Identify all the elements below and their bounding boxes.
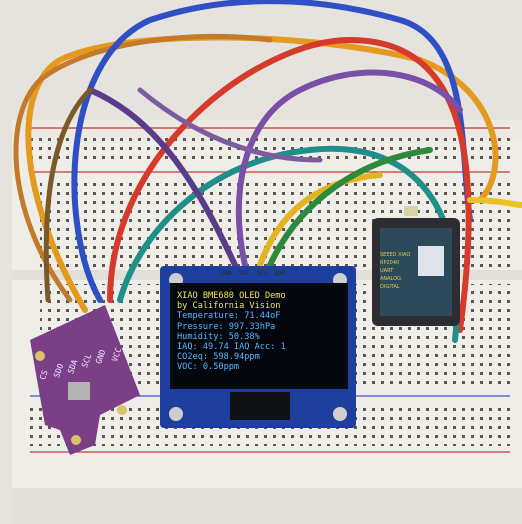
oled-pin-sda: SDA <box>274 270 285 277</box>
xiao-pcb <box>372 218 460 326</box>
wire-green <box>267 147 433 268</box>
wire-purple <box>235 69 463 268</box>
oled-line-co2: CO2eq: 598.94ppm <box>177 352 260 363</box>
bme680-pcb <box>30 305 140 455</box>
xiao-label-uart: UART <box>380 268 394 274</box>
xiao-label-digital: DIGITAL <box>380 284 400 290</box>
xiao-chip <box>418 246 444 276</box>
oled-line-humidity: Humidity: 50.38% <box>177 331 260 342</box>
oled-line-byline: by California Vision <box>177 301 281 312</box>
wire-red <box>107 36 472 333</box>
wire-lavender <box>137 87 323 163</box>
xiao-label-brand: SEEED XIAO <box>380 252 411 258</box>
wire-dark-brown <box>43 87 93 303</box>
oled-pin-gnd: GND <box>221 270 232 277</box>
oled-pin-vcc: VCC <box>239 270 250 277</box>
bme680-sensor-chip <box>68 382 90 400</box>
oled-ribbon <box>230 392 290 420</box>
table-surface <box>12 488 522 524</box>
oled-pin-scl: SCL <box>257 270 268 277</box>
wire-yellow-right <box>467 197 522 208</box>
oled-line-title: XIAO BME680 OLED Demo <box>177 291 286 301</box>
xiao-board <box>372 206 460 326</box>
xiao-label-chip: RP2040 <box>380 260 400 266</box>
wire-blue <box>71 0 473 303</box>
oled-line-temperature: Temperature: 71.44oF <box>177 311 281 322</box>
oled-line-iaq: IAQ: 49.74 IAQ Acc: 1 <box>177 342 286 353</box>
xiao-usb <box>404 206 418 216</box>
wire-yellow <box>257 172 383 268</box>
oled-mount-hole-bl <box>169 407 183 421</box>
bme680-mount-hole-left <box>35 351 45 361</box>
wire-violet <box>87 87 238 268</box>
oled-line-pressure: Pressure: 997.33hPa <box>177 321 276 332</box>
wires <box>13 0 522 343</box>
oled-display: XIAO BME680 OLED Demo by California Visi… <box>173 286 345 386</box>
xiao-label-analog: ANALOG <box>380 276 401 282</box>
bme680-mount-hole-right <box>117 405 127 415</box>
bme680-mount-hole-bottom <box>71 435 81 445</box>
wire-brown <box>13 33 273 303</box>
oled-line-voc: VOC: 0.50ppm <box>177 362 240 373</box>
oled-mount-hole-br <box>333 407 347 421</box>
bme680-board <box>30 305 140 455</box>
